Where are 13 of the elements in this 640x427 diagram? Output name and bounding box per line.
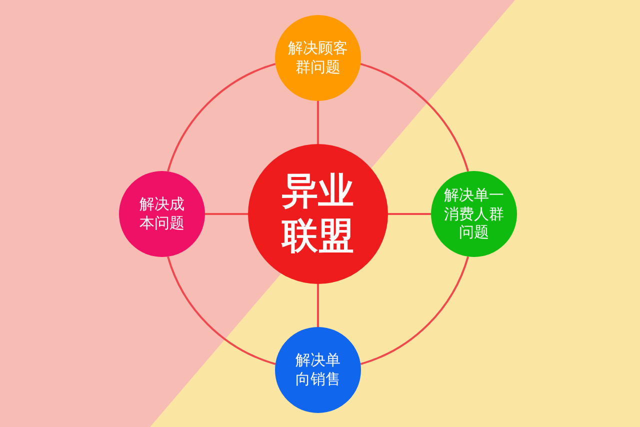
node-label: 解决单一消费人群问题 (443, 186, 505, 242)
connector-line (317, 101, 319, 144)
connector-line (317, 284, 319, 327)
node-label: 解决顾客群问题 (287, 39, 349, 77)
node-label: 异业联盟 (280, 170, 355, 259)
connector-line (388, 213, 431, 215)
ring-arc (360, 62, 470, 172)
node-label: 解决成本问题 (138, 195, 186, 233)
node-label: 解决单向销售 (294, 351, 342, 389)
ring-arc (166, 62, 276, 172)
connector-line (205, 213, 248, 215)
ring-arc (166, 256, 276, 366)
ring-arc (360, 256, 470, 366)
